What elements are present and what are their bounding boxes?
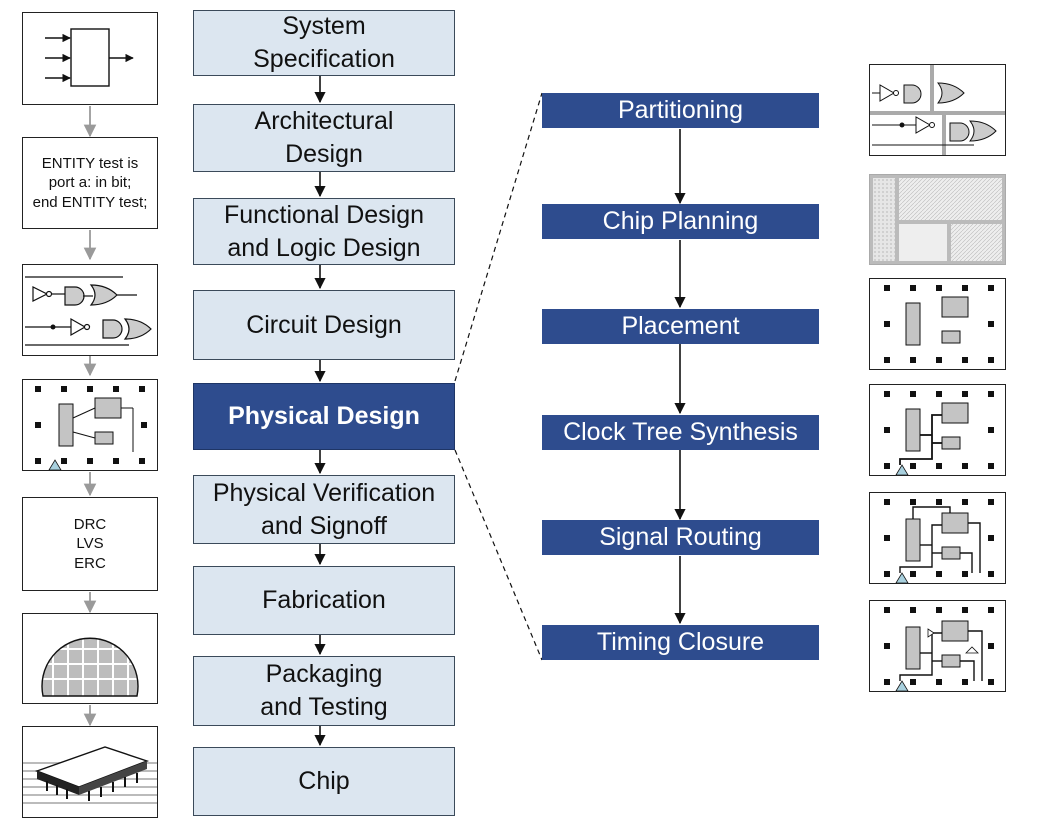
partitioning-icon xyxy=(869,64,1006,156)
timing-closure-icon xyxy=(869,600,1006,692)
flow-step-physical-design: Physical Design xyxy=(193,383,455,450)
pd-step-clock-tree-synthesis: Clock Tree Synthesis xyxy=(542,415,819,450)
clock-tree-icon xyxy=(869,384,1006,476)
zoom-dashed-lines xyxy=(454,92,543,661)
signal-routing-icon xyxy=(869,492,1006,584)
flow-step-fabrication: Fabrication xyxy=(193,566,455,635)
circuit-layout-icon xyxy=(22,379,158,471)
pd-step-partitioning: Partitioning xyxy=(542,93,819,128)
pd-step-signal-routing: Signal Routing xyxy=(542,520,819,555)
flow-step-circuit-design: Circuit Design xyxy=(193,290,455,360)
wafer-icon xyxy=(22,613,158,704)
chip-planning-icon xyxy=(869,174,1006,265)
placement-icon xyxy=(869,278,1006,370)
pd-step-timing-closure: Timing Closure xyxy=(542,625,819,660)
packaged-chip-icon xyxy=(22,726,158,818)
pd-step-placement: Placement xyxy=(542,309,819,344)
logic-gates-icon xyxy=(22,264,158,356)
system-block-icon xyxy=(22,12,158,105)
pd-step-chip-planning: Chip Planning xyxy=(542,204,819,239)
flow-step-chip: Chip xyxy=(193,747,455,816)
